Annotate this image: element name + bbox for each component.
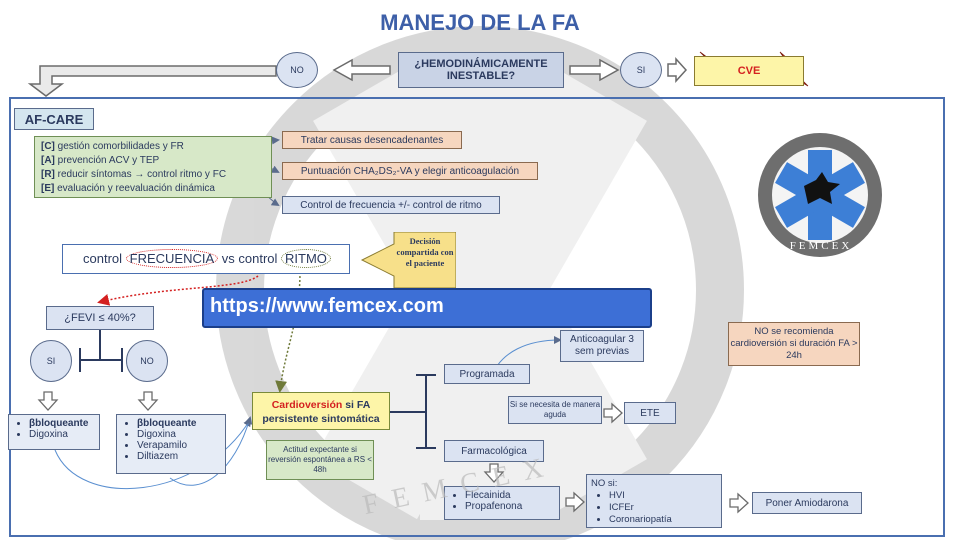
contra-item: ICFEr: [609, 502, 717, 514]
url-banner[interactable]: [202, 288, 652, 328]
url-text[interactable]: https://www.femcex.com: [210, 295, 444, 317]
anticoag-box: Anticoagular 3 sem previas: [560, 330, 644, 362]
drug-item: Digoxina: [137, 429, 223, 440]
contra-item: HVI: [609, 490, 717, 502]
acute-box: Si se necesita de manera aguda: [508, 396, 602, 424]
action-causas: Tratar causas desencadenantes: [282, 131, 462, 149]
fevi-question: ¿FEVI ≤ 40%?: [46, 306, 154, 330]
afcare-frame: [9, 97, 945, 537]
drug-item: Flecainida: [465, 490, 557, 501]
action-anticoagulacion: Puntuación CHA₂DS₂-VA y elegir anticoagu…: [282, 162, 538, 180]
drug-item: Verapamilo: [137, 440, 223, 451]
contra-item: Coronariopatía: [609, 514, 717, 526]
afcare-item-a: [A] prevención ACV y TEP: [41, 155, 160, 166]
farmacologica-box: Farmacológica: [444, 440, 544, 462]
top-arrows: [27, 57, 688, 97]
expectant-box: Actitud expectante si reversión espontán…: [266, 440, 374, 480]
fevi-no: NO: [126, 340, 168, 382]
drug-item: Propafenona: [465, 501, 557, 512]
no-drug-list: βbloqueante Digoxina Verapamilo Diltiaze…: [116, 414, 226, 474]
afcare-item-r: [R] reducir síntomas → control ritmo y F…: [41, 169, 227, 180]
frecuencia-arrow: [97, 275, 259, 306]
si-drug-list: βbloqueante Digoxina: [8, 414, 100, 450]
fevi-tree: [79, 330, 123, 372]
recommendation-note: NO se recomienda cardioversión si duraci…: [728, 322, 860, 366]
afcare-item-e: [E] evaluación y reevaluación dinámica: [41, 183, 215, 194]
no-circle: NO: [276, 52, 318, 88]
decision-arrow: Decisión compartida con el paciente: [360, 232, 456, 288]
fevi-si: SI: [30, 340, 72, 382]
no-si-title: NO si:: [591, 478, 618, 489]
si-circle: SI: [620, 52, 662, 88]
cardioversion-box: Cardioversión si FA persistente sintomát…: [252, 392, 390, 430]
logo-text: FEMCEX: [789, 240, 853, 252]
afcare-list: [C] gestión comorbilidades y FR [A] prev…: [34, 136, 272, 198]
drug-item: Diltiazem: [137, 451, 223, 462]
amiodarona-box: Poner Amiodarona: [752, 492, 862, 514]
cardioversion-title: Cardioversión: [271, 399, 343, 411]
ete-box: ETE: [624, 402, 676, 424]
drug-item: βbloqueante: [137, 418, 223, 429]
drug-item: βbloqueante: [29, 418, 97, 429]
control-comparison: control FRECUENCIA vs control RITMO: [62, 244, 350, 274]
action-control: Control de frecuencia +/- control de rit…: [282, 196, 500, 214]
programada-box: Programada: [444, 364, 530, 384]
cve-box: CVE: [694, 56, 804, 86]
farma-drug-list: Flecainida Propafenona: [444, 486, 560, 520]
decision-text: Decisión compartida con el paciente: [396, 236, 454, 268]
cardioversion-tree: [390, 374, 436, 449]
down-arrows: [37, 391, 749, 514]
contraindications-box: NO si: HVI ICFEr Coronariopatía: [586, 474, 722, 528]
drug-item: Digoxina: [29, 429, 97, 440]
femcex-logo: [758, 133, 882, 257]
ritmo-label: RITMO: [281, 249, 331, 268]
afcare-label: AF-CARE: [14, 108, 94, 130]
afcare-item-c: [C] gestión comorbilidades y FR: [41, 141, 184, 152]
page-title: MANEJO DE LA FA: [380, 10, 580, 35]
hemodynamic-question: ¿HEMODINÁMICAMENTE INESTABLE?: [398, 52, 564, 88]
frecuencia-label: FRECUENCIA: [125, 249, 219, 268]
